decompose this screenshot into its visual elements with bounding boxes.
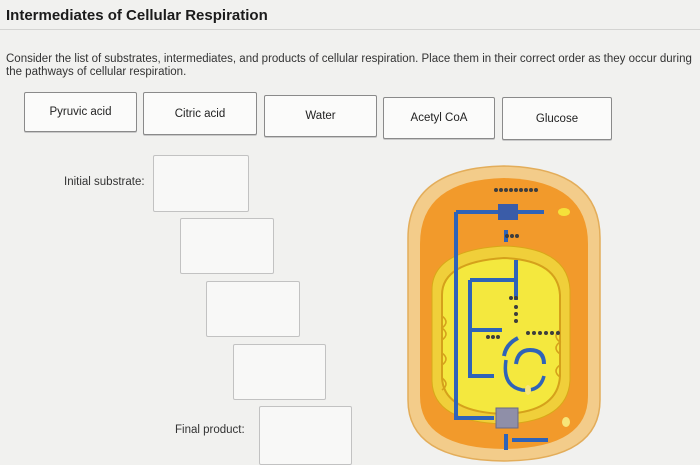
initial-substrate-label: Initial substrate: xyxy=(64,176,145,188)
glucose-transporter xyxy=(498,204,518,220)
drop-slot-5[interactable] xyxy=(259,406,352,465)
atp-synthase xyxy=(496,408,518,428)
option-pyruvic-acid[interactable]: Pyruvic acid xyxy=(24,92,137,132)
title-divider xyxy=(0,29,700,30)
final-product-label: Final product: xyxy=(175,424,245,436)
molecule-oval xyxy=(562,417,570,427)
option-water[interactable]: Water xyxy=(264,95,377,137)
cell-respiration-diagram xyxy=(398,150,610,463)
page-title: Intermediates of Cellular Respiration xyxy=(6,7,268,24)
option-citric-acid[interactable]: Citric acid xyxy=(143,92,257,135)
drop-slot-1[interactable] xyxy=(153,155,249,212)
molecule-oval xyxy=(525,385,531,395)
drop-slot-2[interactable] xyxy=(180,218,274,274)
drop-slot-4[interactable] xyxy=(233,344,326,400)
drop-slot-3[interactable] xyxy=(206,281,300,337)
option-acetyl-coa[interactable]: Acetyl CoA xyxy=(383,97,495,139)
instructions-text: Consider the list of substrates, interme… xyxy=(6,53,700,79)
option-glucose[interactable]: Glucose xyxy=(502,97,612,140)
molecule-oval xyxy=(558,208,570,216)
